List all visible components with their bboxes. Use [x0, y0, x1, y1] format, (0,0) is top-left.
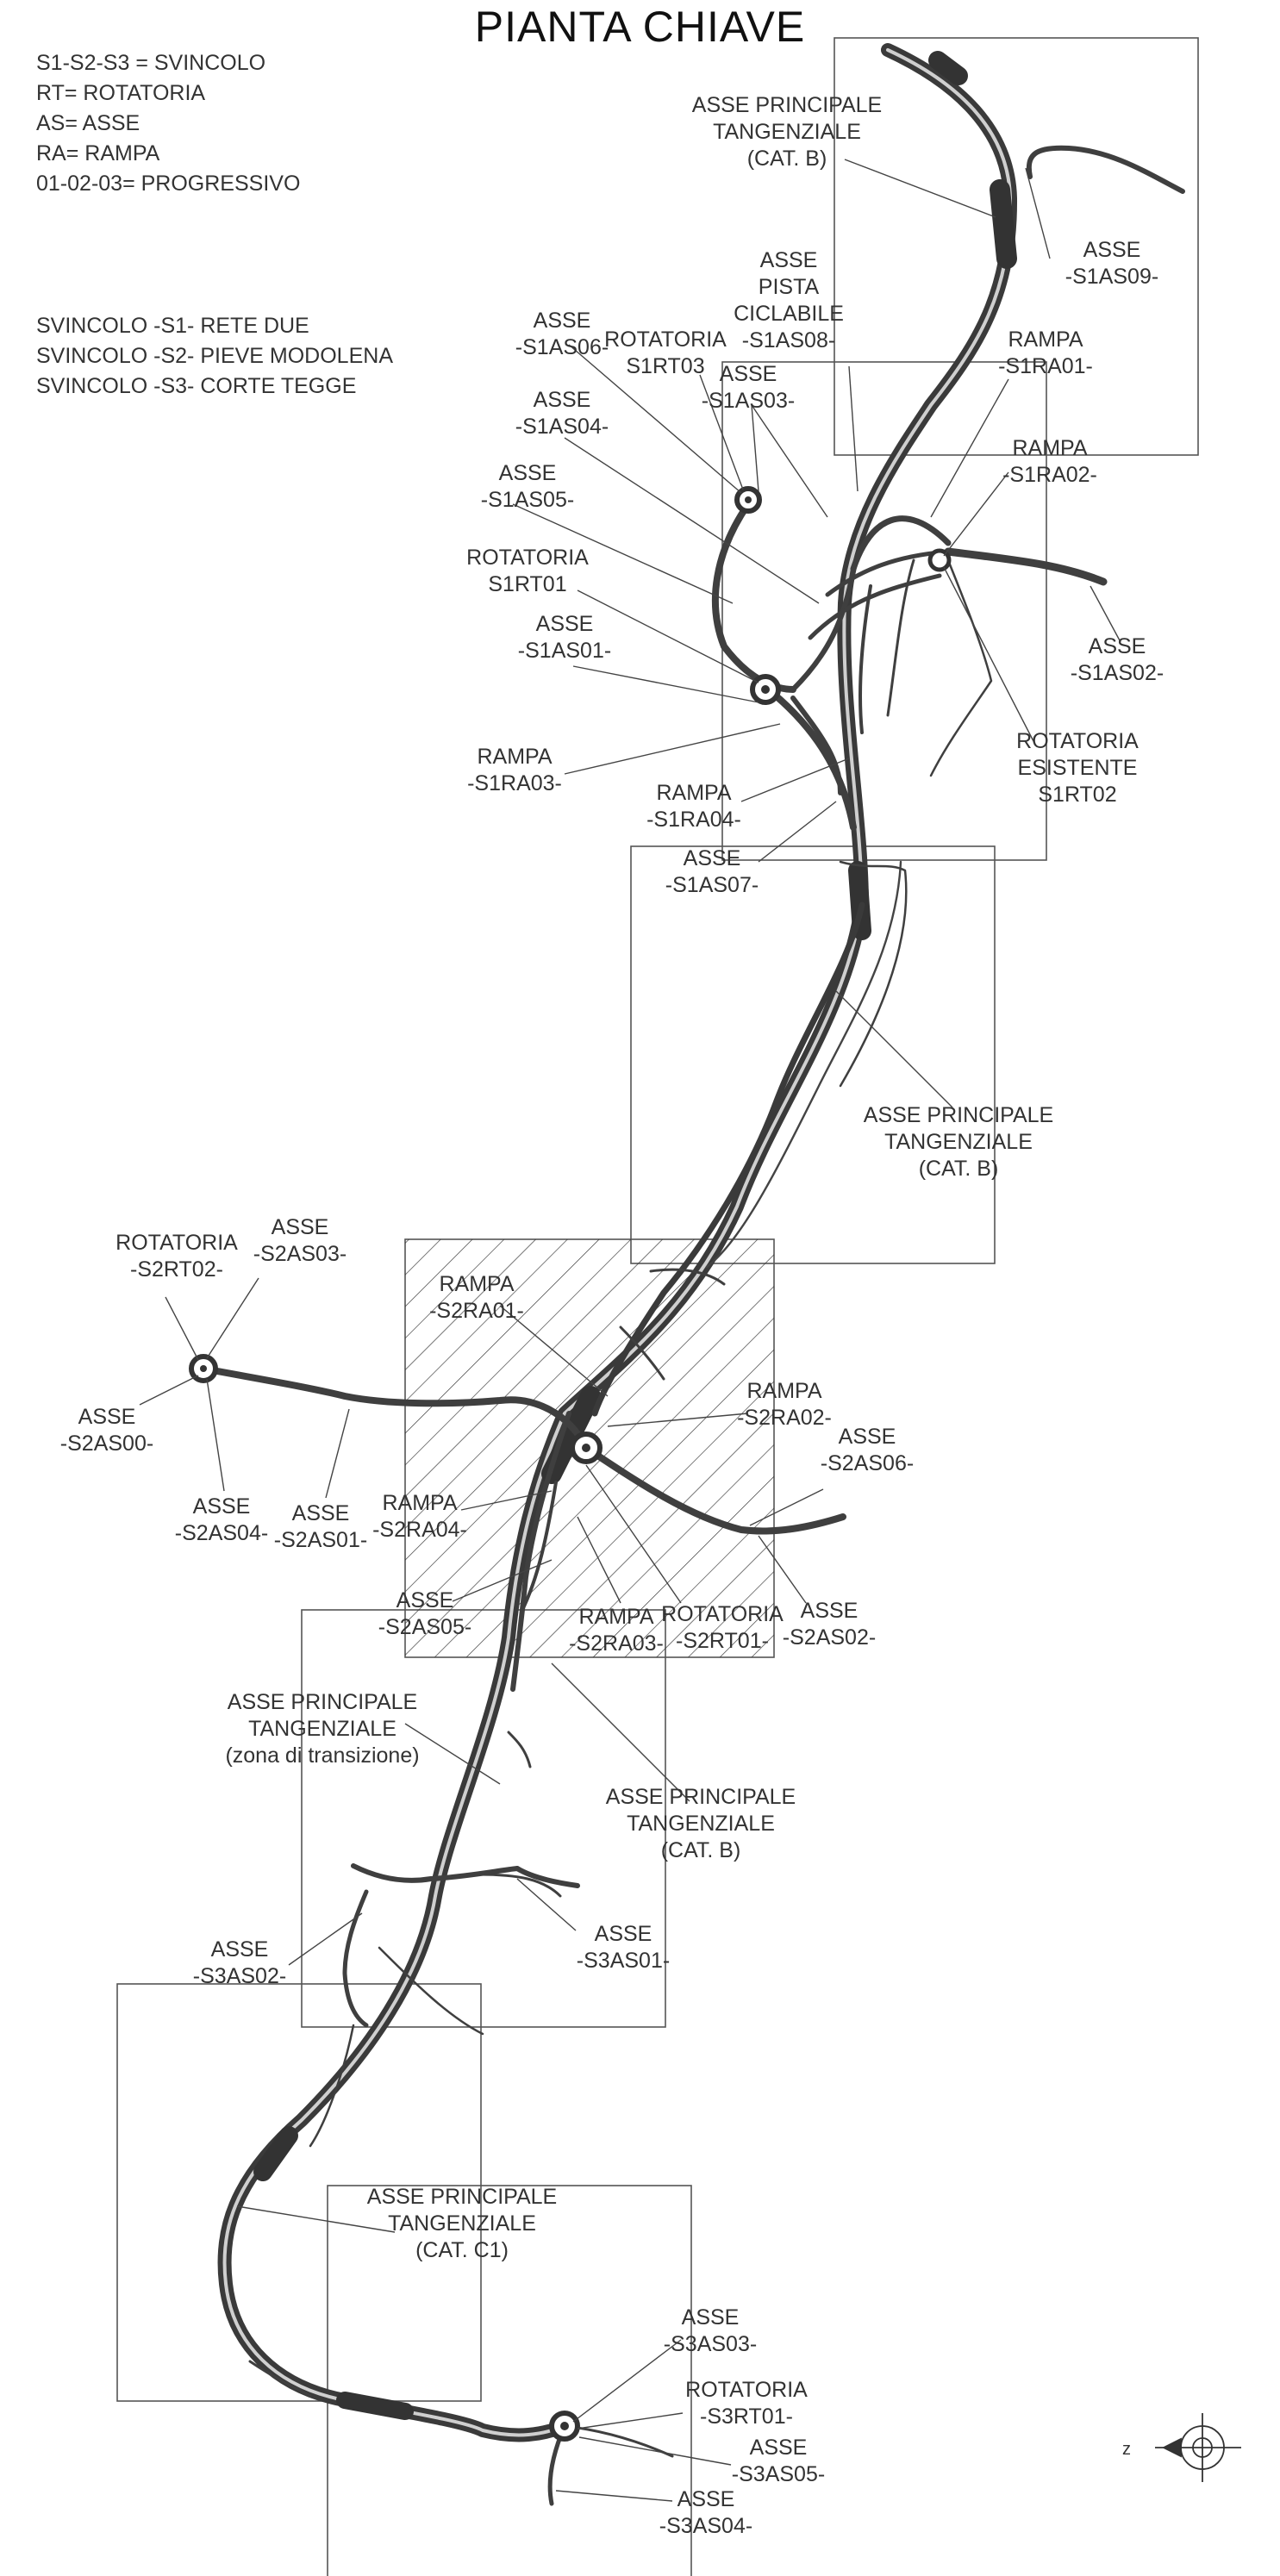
legend-line: RT= ROTATORIA — [36, 81, 206, 105]
legend-line: SVINCOLO -S2- PIEVE MODOLENA — [36, 344, 393, 368]
label-s1ra02: RAMPA-S1RA02- — [1002, 436, 1097, 487]
label-s2ra01: RAMPA-S2RA01- — [429, 1272, 524, 1323]
label-s1as01: ASSE-S1AS01- — [518, 612, 611, 663]
label-s1ra01: RAMPA-S1RA01- — [998, 327, 1093, 378]
page-title: PIANTA CHIAVE — [474, 3, 806, 51]
label-s3as01: ASSE-S3AS01- — [577, 1922, 670, 1973]
roundabout-s1rt03 — [734, 486, 762, 514]
legend-line: SVINCOLO -S1- RETE DUE — [36, 314, 309, 338]
label-s1as04: ASSE-S1AS04- — [515, 388, 609, 439]
label-s2as01: ASSE-S2AS01- — [274, 1501, 367, 1552]
sheet-frame — [834, 37, 1199, 456]
label-s3as02: ASSE-S3AS02- — [193, 1937, 286, 1988]
label-s2ra03: RAMPA-S2RA03- — [569, 1605, 664, 1656]
main-axis-road — [217, 43, 1018, 2442]
roundabout-s2rt01 — [570, 1431, 603, 1464]
label-s1as03: ASSE-S1AS03- — [702, 362, 795, 413]
label-s2ra04: RAMPA-S2RA04- — [372, 1491, 467, 1542]
legend-junctions: SVINCOLO -S1- RETE DUE SVINCOLO -S2- PIE… — [36, 311, 393, 402]
sheet-frame — [327, 2185, 692, 2576]
label-s2as05: ASSE-S2AS05- — [378, 1588, 471, 1639]
label-s1ra03: RAMPA-S1RA03- — [467, 745, 562, 795]
sheet-frame — [630, 845, 996, 1264]
secondary-roads — [200, 145, 1185, 2506]
legend-line: AS= ASSE — [36, 111, 140, 135]
label-s2as06: ASSE-S2AS06- — [821, 1425, 914, 1475]
label-s2ra02: RAMPA-S2RA02- — [737, 1379, 832, 1430]
label-s3as05: ASSE-S3AS05- — [732, 2436, 825, 2486]
label-s3as03: ASSE-S3AS03- — [664, 2305, 757, 2356]
label-s1ra04: RAMPA-S1RA04- — [646, 781, 741, 832]
label-s2as03: ASSE-S2AS03- — [253, 1215, 347, 1266]
sheet-frame — [116, 1983, 482, 2402]
north-letter: z — [1122, 2440, 1131, 2459]
label-s1as09: ASSE-S1AS09- — [1065, 238, 1158, 289]
legend-line: S1-S2-S3 = SVINCOLO — [36, 51, 266, 75]
label-s2as00: ASSE-S2AS00- — [60, 1405, 153, 1456]
roundabouts — [189, 486, 952, 2442]
label-s3rt01: ROTATORIA-S3RT01- — [685, 2378, 808, 2429]
legend-line: 01-02-03= PROGRESSIVO — [36, 172, 301, 196]
leader-lines — [139, 159, 1121, 2502]
label-s1as07: ASSE-S1AS07- — [665, 846, 759, 897]
label-s2as04: ASSE-S2AS04- — [175, 1494, 268, 1545]
north-arrow — [1155, 2413, 1241, 2482]
sheet-frame — [721, 361, 1047, 861]
label-s1as06: ASSE-S1AS06- — [515, 309, 609, 359]
legend-line: RA= RAMPA — [36, 141, 160, 165]
label-s2rt02: ROTATORIA-S2RT02- — [116, 1231, 238, 1282]
label-s3as04: ASSE-S3AS04- — [659, 2487, 752, 2538]
roundabout-s3rt01 — [549, 2411, 580, 2442]
legend-abbreviations: S1-S2-S3 = SVINCOLO RT= ROTATORIA AS= AS… — [36, 48, 300, 199]
legend-line: SVINCOLO -S3- CORTE TEGGE — [36, 374, 357, 398]
roundabout-s1rt01 — [750, 674, 781, 705]
label-s2as02: ASSE-S2AS02- — [783, 1599, 876, 1650]
label-s1as05: ASSE-S1AS05- — [481, 461, 574, 512]
roundabout-s2rt02 — [189, 1354, 218, 1383]
label-s1as02: ASSE-S1AS02- — [1071, 634, 1164, 685]
label-s2rt01: ROTATORIA-S2RT01- — [661, 1602, 784, 1653]
